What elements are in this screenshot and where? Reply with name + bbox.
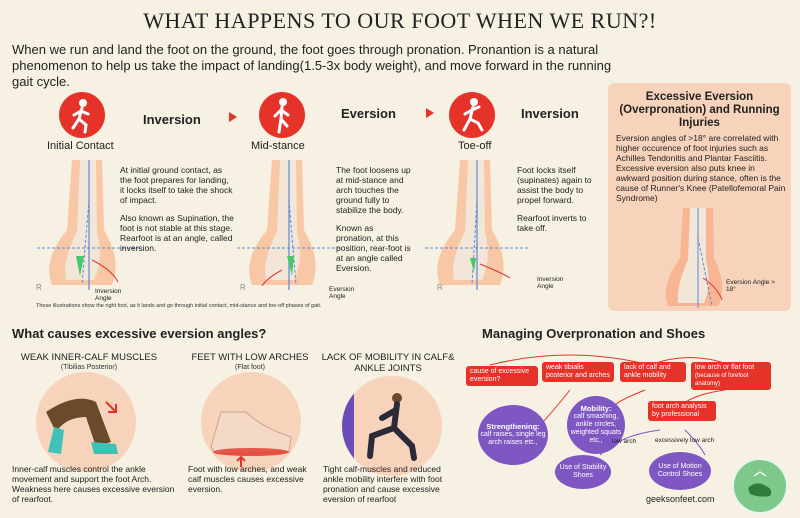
description-mid-stance-p2: Known as pronation, at this position, re…	[336, 223, 411, 273]
box-cause-of-eversion: cause of excessive eversion?	[466, 366, 538, 386]
edge-label-excessively-low-arch: excessively low arch	[655, 437, 715, 444]
description-initial-contact-p2: Also known as Supination, the foot is no…	[120, 213, 234, 253]
box-lack-mobility: lack of calf and ankle mobility	[620, 362, 686, 382]
foot-illustration-initial-contact	[37, 160, 142, 290]
runner-icon-toe-off	[449, 92, 495, 138]
arrow-right-icon	[426, 108, 434, 118]
bubble-mobility-text: calf smashing, ankle circles, weighted s…	[570, 413, 622, 444]
sidebar-text: Eversion angles of >18° are correlated w…	[616, 133, 786, 203]
runner-icon-initial-contact	[59, 92, 105, 138]
right-foot-marker: R	[437, 283, 443, 292]
box-low-arch: low arch or flat foot (because of forefo…	[691, 362, 771, 390]
foot-illustration-toe-off	[425, 160, 530, 290]
description-initial-contact: At initial ground contact, as the foot p…	[120, 165, 235, 261]
geeks-on-feet-logo	[732, 458, 788, 514]
cause-text-lack-mobility: Tight calf-muscles and reduced ankle mob…	[323, 464, 443, 504]
foot-illustration-excessive-eversion	[665, 208, 723, 308]
page-title: WHAT HAPPENS TO OUR FOOT WHEN WE RUN?!	[143, 8, 657, 33]
box-low-arch-label: low arch or flat foot	[695, 364, 755, 371]
excessive-eversion-panel: Excessive Eversion (Overpronation) and R…	[608, 83, 791, 311]
bubble-motion-control-shoes: Use of Motion Control Shoes	[649, 452, 711, 490]
box-low-arch-note: (because of forefoot anatomy)	[695, 373, 749, 387]
cause-text-weak-calf: Inner-calf muscles control the ankle mov…	[12, 464, 175, 504]
foot-illustration-mid-stance	[237, 160, 342, 290]
sidebar-title: Excessive Eversion (Overpronation) and R…	[619, 91, 780, 129]
excessive-eversion-angle-label: Eversion Angle > 18°	[726, 279, 775, 293]
stage-label-toe-off: Toe-off	[458, 140, 492, 152]
bubble-mobility-title: Mobility:	[580, 404, 612, 413]
edge-label-low-arch: low arch	[612, 438, 637, 445]
low-arches-illustration	[201, 372, 301, 472]
illustration-caption: These illustrations show the right foot,…	[36, 303, 322, 309]
weak-calf-illustration	[36, 372, 136, 472]
lack-mobility-illustration	[342, 376, 442, 476]
arrow-right-icon	[229, 112, 237, 122]
intro-text: When we run and land the foot on the gro…	[12, 42, 612, 89]
cause-title-low-arches: FEET WITH LOW ARCHES	[191, 352, 309, 363]
cause-title-lack-mobility: LACK OF MOBILITY IN CALF& ANKLE JOINTS	[321, 352, 455, 374]
cause-title-weak-calf: WEAK INNER-CALF MUSCLES	[20, 352, 158, 363]
description-mid-stance-p1: The foot loosens up at mid-stance and ar…	[336, 165, 411, 215]
inversion-angle-label-2: Inversion Angle	[537, 276, 564, 290]
cause-subtitle-low-arches: (Flat foot)	[235, 364, 265, 371]
right-foot-marker: R	[240, 283, 246, 292]
phase-label-eversion: Eversion	[341, 106, 396, 121]
description-toe-off-p1: Foot locks itself (supinates) again to a…	[517, 165, 592, 205]
bubble-stability-shoes: Use of Stability Shoes	[555, 455, 611, 489]
description-toe-off-p2: Rearfoot inverts to take off.	[517, 213, 587, 233]
footer-url: geeksonfeet.com	[646, 494, 715, 504]
phase-label-inversion-2: Inversion	[521, 106, 579, 121]
bubble-strengthening: Strengthening: calf raises, single leg a…	[478, 405, 548, 465]
description-toe-off: Foot locks itself (supinates) again to a…	[517, 165, 602, 241]
eversion-angle-label: Eversion Angle	[329, 286, 355, 300]
cause-text-low-arches: Foot with low arches, and weak calf musc…	[188, 464, 307, 494]
causes-heading: What causes excessive eversion angles?	[12, 326, 267, 341]
managing-heading: Managing Overpronation and Shoes	[482, 326, 706, 341]
stage-label-initial-contact: Initial Contact	[47, 140, 114, 152]
bubble-strengthening-text: calf raises, single leg arch raises etc.…	[480, 431, 546, 446]
description-initial-contact-p1: At initial ground contact, as the foot p…	[120, 165, 233, 205]
cause-subtitle-weak-calf: (Tibilias Posterior)	[60, 364, 118, 371]
bubble-strengthening-title: Strengthening:	[486, 422, 540, 431]
right-foot-marker: R	[36, 283, 42, 292]
inversion-angle-label-1: Inversion Angle	[95, 288, 122, 302]
runner-icon-mid-stance	[259, 92, 305, 138]
stage-label-mid-stance: Mid-stance	[251, 140, 305, 152]
description-mid-stance: The foot loosens up at mid-stance and ar…	[336, 165, 411, 281]
box-weak-tibialis: weak tibialis posterior and arches	[542, 362, 614, 382]
bubble-mobility: Mobility: calf smashing, ankle circles, …	[567, 396, 625, 454]
box-arch-analysis: foot arch analysis by professional	[648, 401, 716, 421]
phase-label-inversion-1: Inversion	[143, 112, 201, 127]
